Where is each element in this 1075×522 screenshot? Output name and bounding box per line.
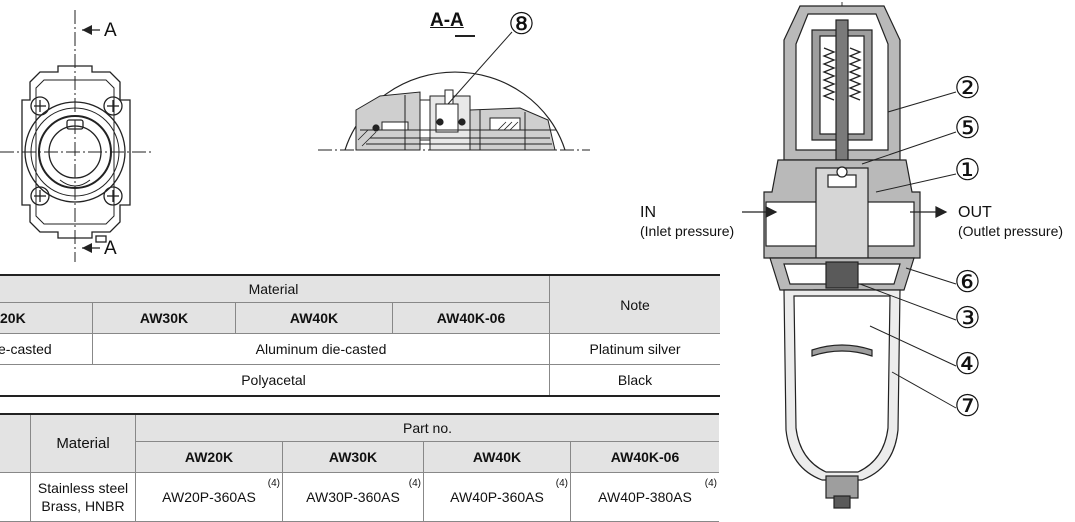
inlet-sublabel: (Inlet pressure): [640, 223, 735, 239]
t2-part-1: (4) AW20P-360AS: [135, 472, 283, 522]
t2-part-4-number: AW40P-380AS: [598, 489, 692, 505]
screw-bottom-left: [30, 186, 50, 206]
cut-label-top: A: [104, 20, 117, 41]
cut-arrow-bottom: [82, 243, 100, 253]
t2-part-3-number: AW40P-360AS: [450, 489, 544, 505]
top-view: [0, 10, 152, 262]
screw-top-left: [30, 96, 50, 116]
callout-5: ⑤: [954, 112, 981, 145]
t2-part-3-note: (4): [555, 478, 568, 489]
model-col-1: 20K: [0, 302, 93, 334]
callout-6: ⑥: [954, 266, 981, 299]
callout-7: ⑦: [954, 390, 981, 423]
section-label: A-A: [430, 10, 464, 31]
callout-4: ④: [954, 348, 981, 381]
t2-blank-header: [0, 413, 31, 473]
cut-label-bottom: A: [104, 238, 117, 259]
note-header: Note: [549, 274, 720, 334]
t2-part-1-note: (4): [267, 478, 280, 489]
t2-part-4: (4) AW40P-380AS: [570, 472, 719, 522]
t2-part-4-note: (4): [704, 478, 717, 489]
t2-part-3: (4) AW40P-360AS: [423, 472, 571, 522]
t2-material-line2: Brass, HNBR: [41, 498, 125, 514]
row1-material-first: e-casted: [0, 333, 93, 365]
callout-2: ②: [954, 72, 981, 105]
t2-model-1: AW20K: [135, 441, 283, 473]
body-material-table: Material Note 20K AW30K AW40K AW40K-06 e…: [0, 274, 720, 397]
t2-model-2: AW30K: [282, 441, 424, 473]
model-col-2: AW30K: [92, 302, 236, 334]
outlet-label: OUT: [958, 204, 992, 221]
row1-note: Platinum silver: [549, 333, 720, 365]
t2-part-1-number: AW20P-360AS: [162, 489, 256, 505]
outlet-sublabel: (Outlet pressure): [958, 223, 1064, 239]
row2-material: Polyacetal: [0, 364, 550, 397]
model-col-3: AW40K: [235, 302, 393, 334]
callout-3: ③: [954, 302, 981, 335]
t2-row-material: Stainless steel Brass, HNBR: [30, 472, 136, 522]
t2-part-2-note: (4): [408, 478, 421, 489]
t2-model-4: AW40K-06: [570, 441, 719, 473]
callout-8: ⑧: [508, 8, 535, 41]
material-header: Material: [0, 274, 550, 303]
row2-note: Black: [549, 364, 720, 397]
model-col-4: AW40K-06: [392, 302, 550, 334]
t2-material-line1: Stainless steel: [37, 480, 129, 496]
cross-section-view: [742, 2, 957, 509]
callout-1: ①: [954, 154, 981, 187]
technical-drawing: [0, 2, 957, 509]
t2-part-2: (4) AW30P-360AS: [282, 472, 424, 522]
t2-row-index: [0, 472, 31, 522]
screw-bottom-right: [103, 186, 123, 206]
cut-arrow-top: [82, 25, 100, 35]
inlet-label: IN: [640, 204, 656, 221]
section-view-a-a: [318, 31, 590, 151]
t2-partno-header: Part no.: [135, 413, 719, 442]
screw-top-right: [103, 96, 123, 116]
t2-model-3: AW40K: [423, 441, 571, 473]
t2-part-2-number: AW30P-360AS: [306, 489, 400, 505]
t2-material-header: Material: [30, 413, 136, 473]
row1-material-rest: Aluminum die-casted: [92, 333, 550, 365]
replacement-parts-table: Material Part no. AW20K AW30K AW40K AW40…: [0, 413, 719, 522]
